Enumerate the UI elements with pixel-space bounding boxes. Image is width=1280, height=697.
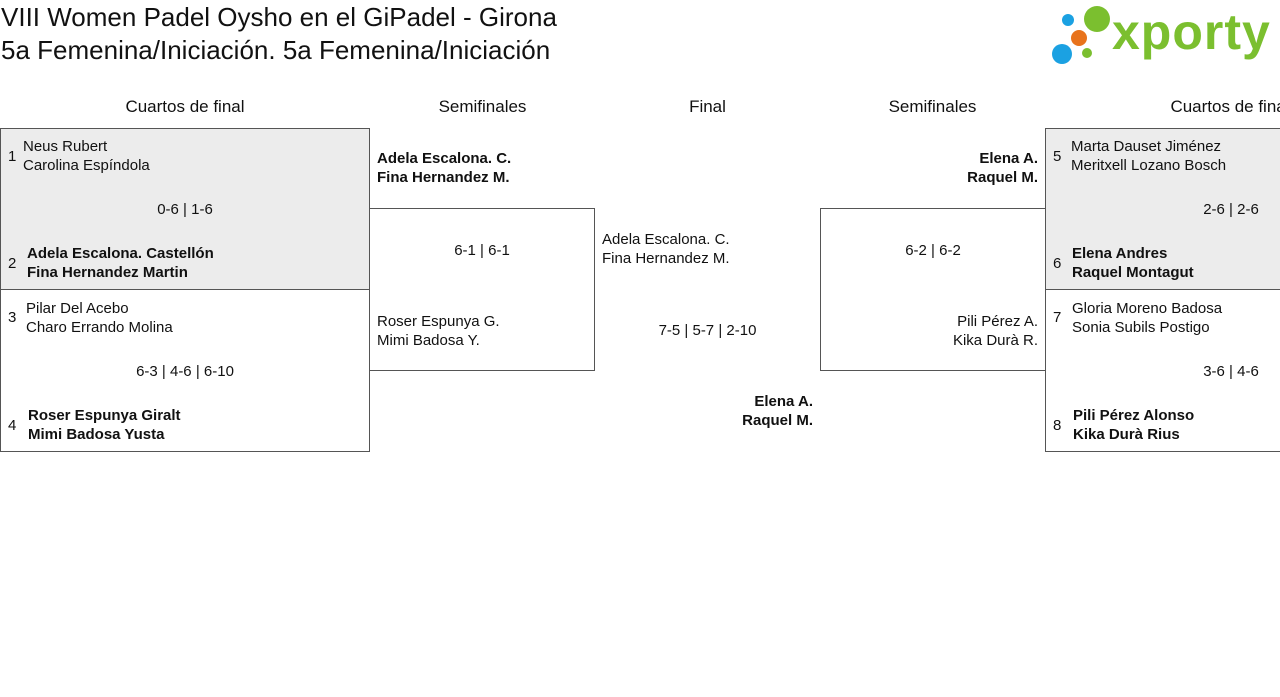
- seed-number: 8: [1053, 417, 1062, 434]
- player-name: Pili Pérez A.: [957, 313, 1038, 330]
- logo-dot-green-small-icon: [1082, 48, 1092, 58]
- player-name: Pilar Del Acebo: [26, 300, 129, 317]
- right-sf-winner-name: Elena A.: [979, 150, 1038, 167]
- right-sf-winner-name: Raquel M.: [967, 169, 1038, 186]
- seed-number: 2: [8, 255, 17, 272]
- seed-number: 6: [1053, 255, 1062, 272]
- player-name: Neus Rubert: [23, 138, 108, 155]
- final-score: 7-5 | 5-7 | 2-10: [658, 322, 757, 339]
- right-sf-match-bracket[interactable]: 6-2 | 6-2 Pili Pérez A. Kika Durà R.: [820, 208, 1046, 371]
- final-player-name: Fina Hernandez M.: [602, 250, 730, 267]
- round-header-left-semifinals: Semifinales: [438, 97, 527, 116]
- left-qf-match-2[interactable]: 3 Pilar Del Acebo Charo Errando Molina 6…: [0, 289, 370, 452]
- winner-name: Kika Durà Rius: [1073, 426, 1180, 443]
- seed-number: 7: [1053, 309, 1062, 326]
- winner-name: Pili Pérez Alonso: [1073, 407, 1195, 424]
- match-score: 2-6 | 2-6: [1203, 201, 1259, 218]
- left-sf-winner-name: Adela Escalona. C.: [377, 150, 512, 167]
- player-name: Charo Errando Molina: [26, 319, 173, 336]
- champion-name: Elena A.: [754, 393, 813, 410]
- player-name: Sonia Subils Postigo: [1072, 319, 1210, 336]
- match-score: 6-3 | 4-6 | 6-10: [136, 363, 234, 380]
- seed-number: 1: [8, 148, 17, 165]
- player-name: Gloria Moreno Badosa: [1072, 300, 1223, 317]
- left-sf-match-bracket[interactable]: 6-1 | 6-1 Roser Espunya G. Mimi Badosa Y…: [369, 208, 595, 371]
- category-title: 5a Femenina/Iniciación. 5a Femenina/Inic…: [1, 35, 551, 65]
- logo-dot-blue-small-icon: [1062, 14, 1074, 26]
- logo-dot-blue-icon: [1052, 44, 1072, 64]
- winner-name: Mimi Badosa Yusta: [28, 426, 165, 443]
- left-sf-winner-name: Fina Hernandez M.: [377, 169, 510, 186]
- round-header-right-semifinals: Semifinales: [888, 97, 977, 116]
- player-name: Meritxell Lozano Bosch: [1071, 157, 1227, 174]
- seed-number: 5: [1053, 148, 1062, 165]
- final-player-name: Adela Escalona. C.: [602, 231, 730, 248]
- winner-name: Adela Escalona. Castellón: [27, 245, 214, 262]
- round-header-right-quarterfinals: Cuartos de final: [1170, 97, 1280, 116]
- player-name: Kika Durà R.: [952, 332, 1038, 349]
- winner-name: Fina Hernandez Martin: [27, 264, 188, 281]
- winner-name: Roser Espunya Giralt: [28, 407, 181, 424]
- player-name: Marta Dauset Jiménez: [1071, 138, 1222, 155]
- player-name: Carolina Espíndola: [23, 157, 150, 174]
- logo-dot-green-icon: [1084, 6, 1110, 32]
- champion-name: Raquel M.: [742, 412, 813, 429]
- match-score: 3-6 | 4-6: [1203, 363, 1259, 380]
- round-header-final: Final: [689, 97, 726, 116]
- right-qf-match-2[interactable]: 7 Gloria Moreno Badosa Sonia Subils Post…: [1045, 289, 1280, 452]
- player-name: Roser Espunya G.: [377, 313, 500, 330]
- winner-name: Elena Andres: [1072, 245, 1168, 262]
- left-qf-match-1[interactable]: 1 Neus Rubert Carolina Espíndola 0-6 | 1…: [0, 128, 370, 290]
- match-score: 0-6 | 1-6: [157, 201, 213, 218]
- seed-number: 4: [8, 417, 17, 434]
- player-name: Mimi Badosa Y.: [377, 332, 480, 349]
- logo-dot-orange-icon: [1071, 30, 1087, 46]
- seed-number: 3: [8, 309, 17, 326]
- tournament-title: VIII Women Padel Oysho en el GiPadel - G…: [1, 2, 557, 32]
- logo-wordmark: xporty: [1112, 4, 1271, 60]
- winner-name: Raquel Montagut: [1072, 264, 1194, 281]
- xporty-logo[interactable]: xporty: [1050, 4, 1280, 68]
- right-qf-match-1[interactable]: 5 Marta Dauset Jiménez Meritxell Lozano …: [1045, 128, 1280, 290]
- round-header-left-quarterfinals: Cuartos de final: [125, 97, 245, 116]
- match-score: 6-2 | 6-2: [905, 242, 961, 259]
- match-score: 6-1 | 6-1: [454, 242, 510, 259]
